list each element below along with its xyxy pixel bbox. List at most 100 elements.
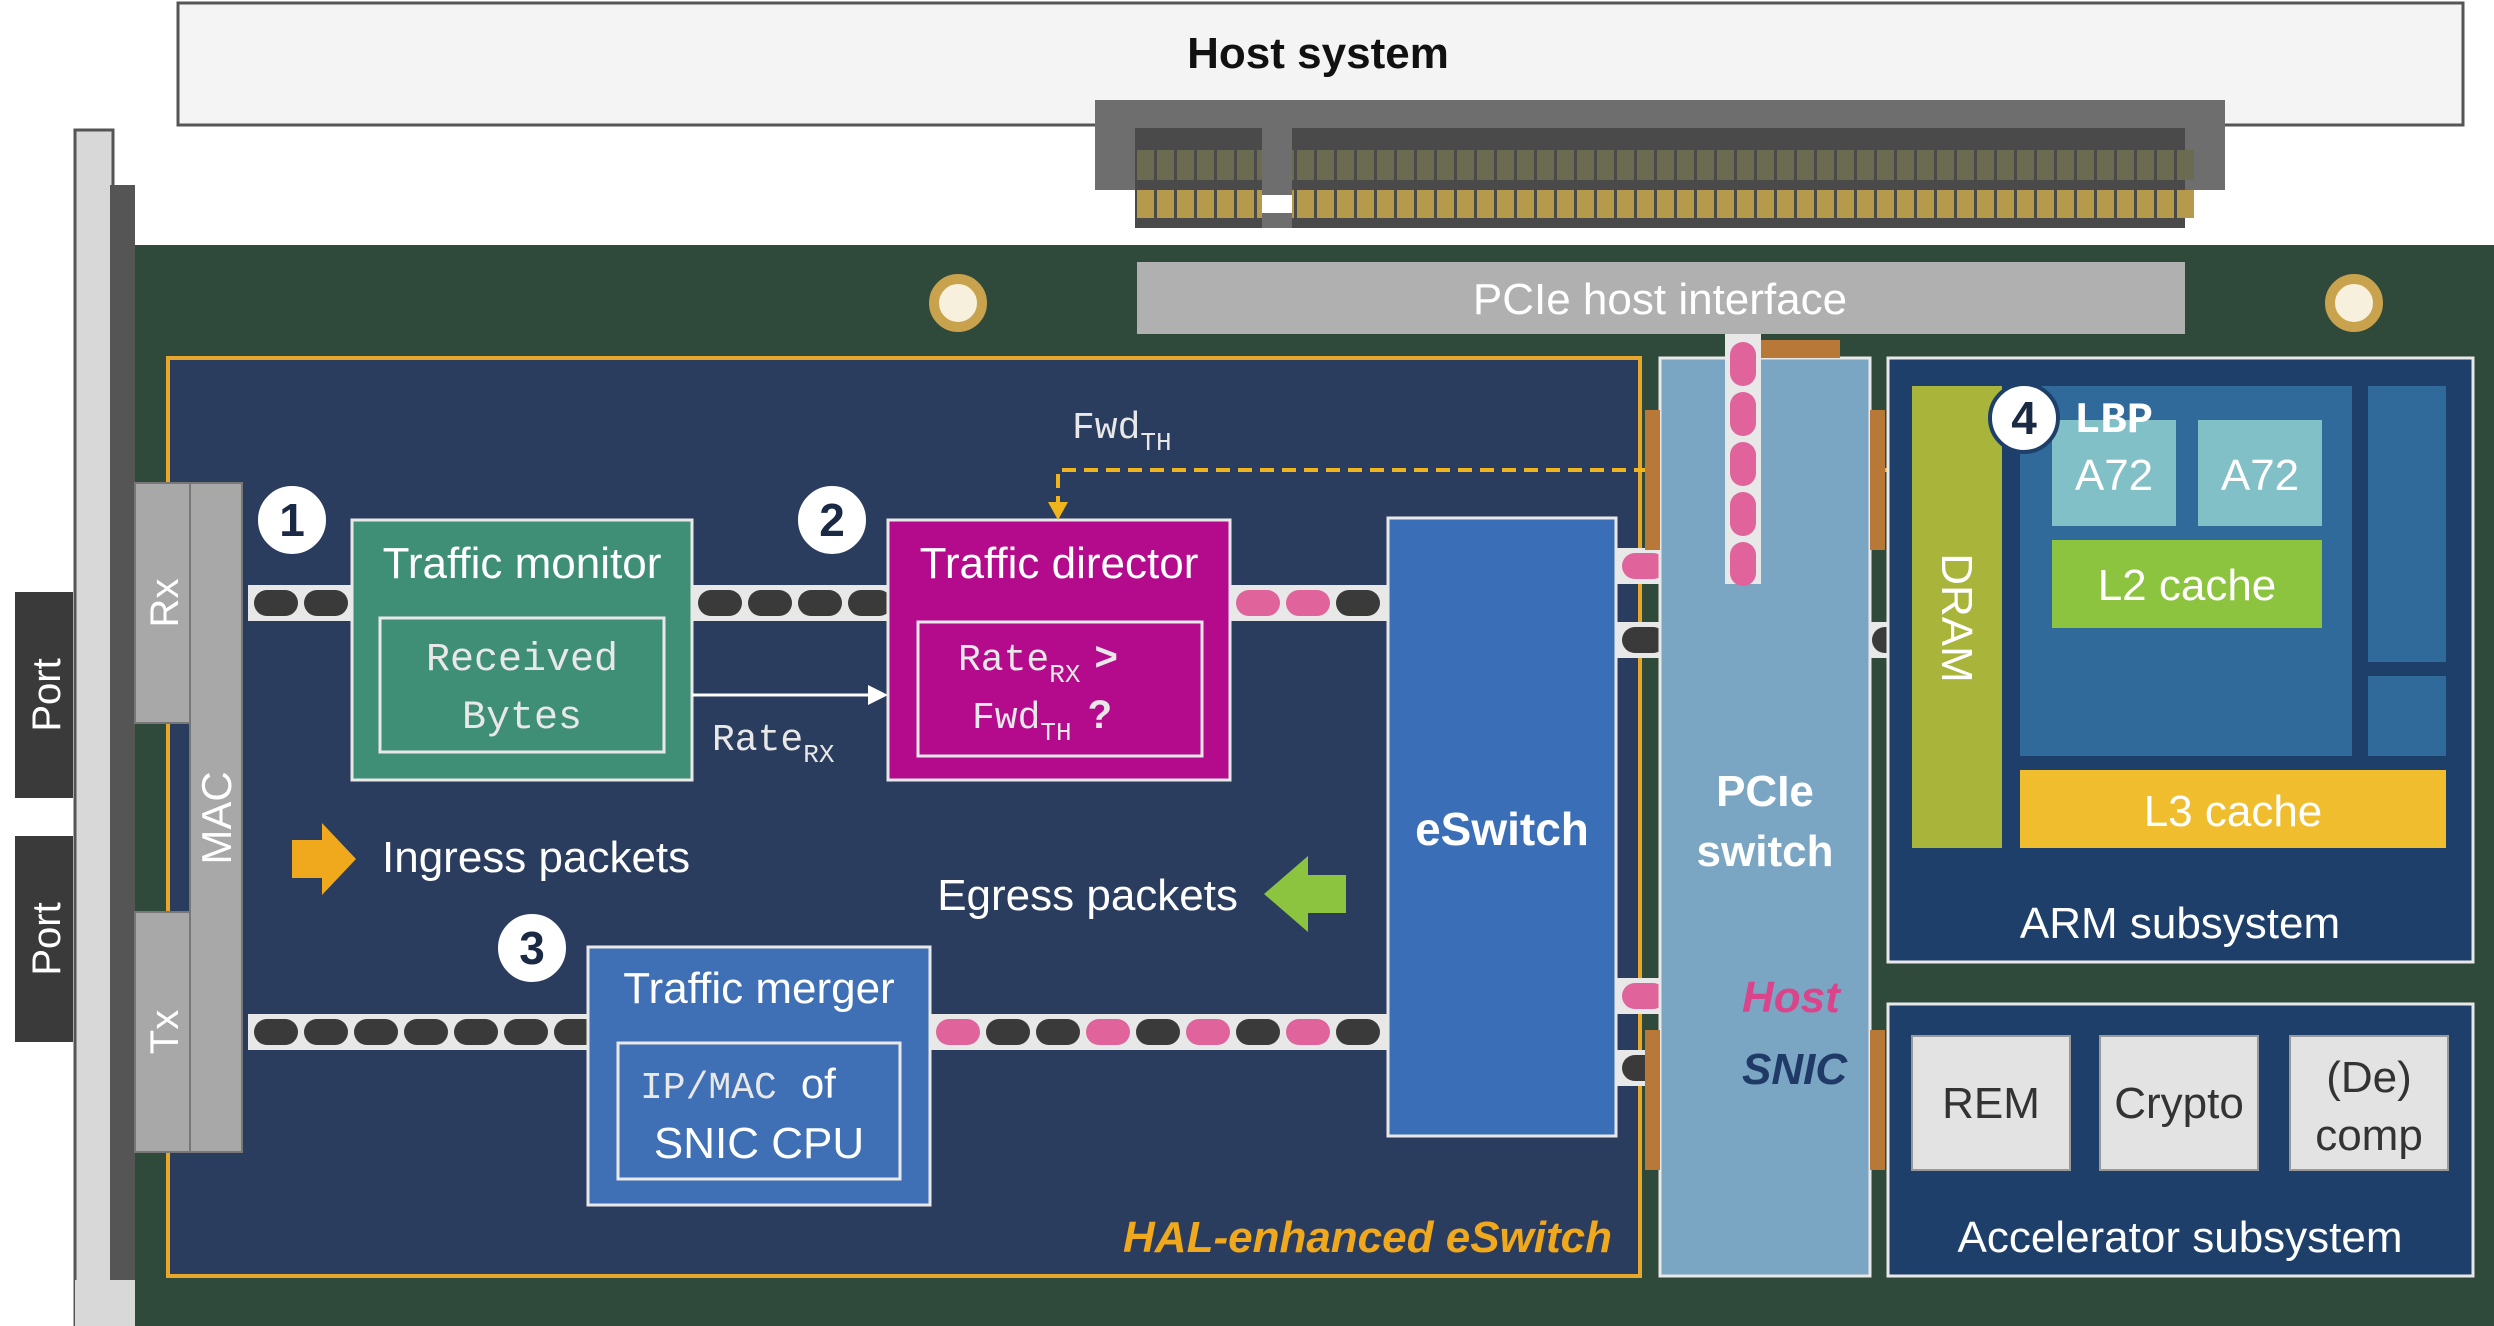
connector-pin	[1817, 150, 1834, 180]
connector-pin-gold	[1917, 190, 1934, 218]
connector-pin	[1297, 150, 1314, 180]
connector-pin-gold	[1737, 190, 1754, 218]
connector-pin-gold	[2017, 190, 2034, 218]
packet-host	[1730, 442, 1756, 486]
connector-pin	[1877, 150, 1894, 180]
director-fwd-line: FwdTH?	[972, 693, 1112, 748]
connector-pin	[2097, 150, 2114, 180]
connector-pin	[1597, 150, 1614, 180]
packet-host	[1286, 1019, 1330, 1045]
traffic-director: Traffic director RateRX> FwdTH?	[886, 518, 1232, 782]
packet-snic	[304, 1019, 348, 1045]
connector-pin-gold	[1597, 190, 1614, 218]
pcie-host-interface-label: PCIe host interface	[1473, 275, 1847, 324]
connector-pin	[1177, 150, 1194, 180]
mount-hole-right	[2325, 274, 2383, 332]
packet-snic	[1036, 1019, 1080, 1045]
packet-host	[936, 1019, 980, 1045]
connector-pin	[1477, 150, 1494, 180]
rate-arrow-label: RateRX	[712, 719, 835, 770]
pcie-switch-line1: PCIe	[1716, 767, 1814, 816]
packet-snic	[1236, 1019, 1280, 1045]
lbp-label: LBP	[2074, 396, 2153, 446]
packet-host	[1186, 1019, 1230, 1045]
packet-snic	[1622, 627, 1666, 653]
connector-pin-gold	[1897, 190, 1914, 218]
connector-pin-gold	[2037, 190, 2054, 218]
connector-pin-gold	[1497, 190, 1514, 218]
port-top: Port	[15, 592, 73, 798]
connector-pin-gold	[1677, 190, 1694, 218]
traffic-merger-line2: SNIC CPU	[654, 1119, 864, 1168]
connector-pin-gold	[1657, 190, 1674, 218]
connector-pin-gold	[1957, 190, 1974, 218]
connector-pin-gold	[2117, 190, 2134, 218]
connector-pin-gold	[1397, 190, 1414, 218]
connector-pin-gold	[1617, 190, 1634, 218]
a72-core-2	[2198, 420, 2322, 526]
traffic-monitor-line1: Received	[426, 638, 618, 683]
connector-pin	[1537, 150, 1554, 180]
svg-text:L3 cache: L3 cache	[2144, 787, 2323, 836]
connector-pin-gold	[1637, 190, 1654, 218]
connector-pin-gold	[2077, 190, 2094, 218]
egress-arrow-icon	[1264, 856, 1346, 932]
fwd-th-label: FwdTH	[1072, 407, 1172, 458]
director-rate-line: RateRX>	[958, 635, 1118, 690]
connector-pin-gold	[1757, 190, 1774, 218]
packet-snic	[1336, 1019, 1380, 1045]
connector-pin-gold	[1537, 190, 1554, 218]
connector-pin-gold	[1977, 190, 1994, 218]
eswitch-label: eSwitch	[1415, 803, 1589, 855]
connector-pin-gold	[1517, 190, 1534, 218]
port-top-label: Port	[25, 658, 69, 731]
connector-pin-gold	[1317, 190, 1334, 218]
svg-text:L2 cache: L2 cache	[2098, 561, 2277, 610]
connector-pin	[1137, 150, 1154, 180]
connector-pin-gold	[1817, 190, 1834, 218]
pcie-host-interface: PCIe host interface	[1137, 262, 2185, 334]
connector-pin	[2057, 150, 2074, 180]
connector-pin-gold	[1997, 190, 2014, 218]
connector-pin-gold	[1697, 190, 1714, 218]
connector-pin	[1417, 150, 1434, 180]
fwd-th-arrowhead	[1048, 502, 1068, 520]
connector-pin-gold	[1197, 190, 1214, 218]
mac-label: MAC	[193, 771, 240, 864]
mac-block: Rx Tx MAC	[134, 482, 243, 1153]
connector-pin-gold	[2097, 190, 2114, 218]
ingress-arrow-icon	[292, 823, 356, 895]
connector-pin-gold	[2057, 190, 2074, 218]
connector-pin-gold	[1837, 190, 1854, 218]
connector-pin	[2117, 150, 2134, 180]
pcie-snic-port-label: SNIC	[1742, 1045, 1848, 1094]
ingress-legend: Ingress packets	[292, 823, 690, 895]
connector-pin	[1637, 150, 1654, 180]
svg-text:A72: A72	[2075, 451, 2153, 500]
connector-pin	[1657, 150, 1674, 180]
decomp-block	[2289, 1035, 2449, 1171]
pcie-host-port-label: Host	[1742, 973, 1842, 1022]
connector-pin	[1577, 150, 1594, 180]
connector-pin	[1397, 150, 1414, 180]
connector-pin-gold	[1157, 190, 1174, 218]
connector-pin	[1957, 150, 1974, 180]
packet-host	[1730, 492, 1756, 536]
connector-pin-gold	[1337, 190, 1354, 218]
connector-pin	[1977, 150, 1994, 180]
packet-host	[1236, 590, 1280, 616]
svg-text:A72: A72	[2221, 451, 2299, 500]
accelerator-label: Accelerator subsystem	[1957, 1213, 2402, 1262]
packet-snic	[304, 590, 348, 616]
connector-pin-gold	[1217, 190, 1234, 218]
packet-snic	[986, 1019, 1030, 1045]
connector-pin-gold	[1437, 190, 1454, 218]
connector-pin	[1757, 150, 1774, 180]
l3-cache	[2020, 770, 2446, 848]
connector-pin-gold	[1377, 190, 1394, 218]
port-bottom-label: Port	[25, 902, 69, 975]
svg-text:comp: comp	[2315, 1111, 2423, 1160]
packet-snic	[354, 1019, 398, 1045]
svg-text:3: 3	[519, 922, 545, 974]
